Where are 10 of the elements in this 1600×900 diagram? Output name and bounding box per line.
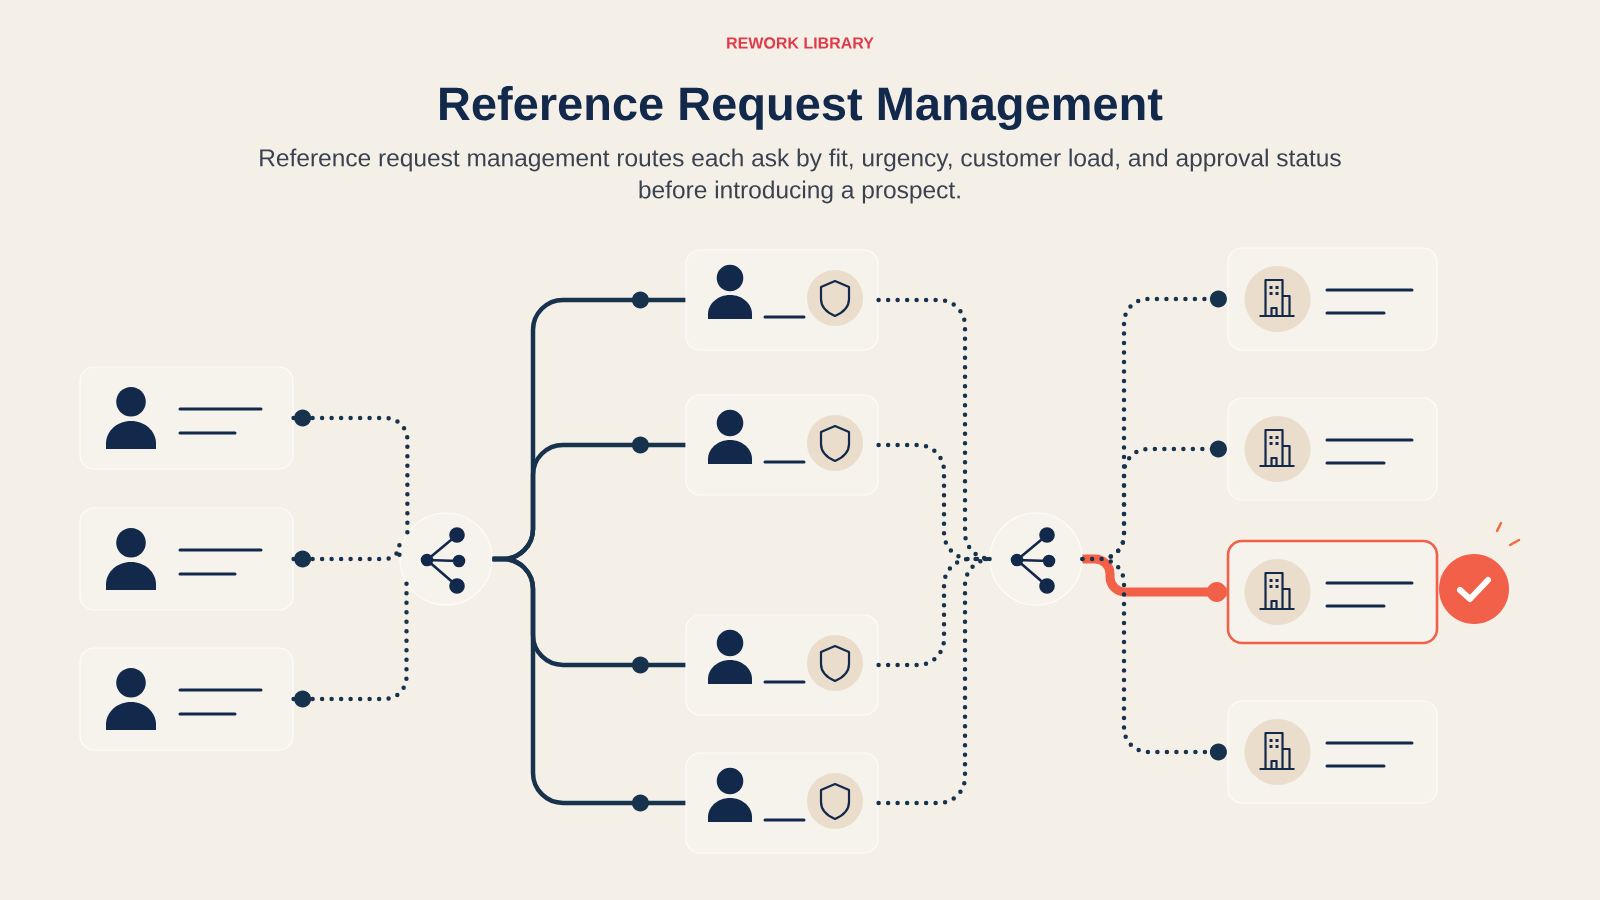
subtitle: Reference request management routes each ask by fit, urgency, customer load, and approval status before introducing a prospect. [260, 148, 1341, 204]
title: Reference Request Management [440, 86, 1163, 130]
connector [876, 556, 994, 806]
connector [291, 581, 409, 708]
connector [291, 542, 402, 568]
kicker-label: REWORK LIBRARY [727, 37, 874, 49]
connector [291, 409, 410, 536]
connector [1082, 554, 1227, 602]
connector [492, 556, 686, 812]
connector [1080, 556, 1230, 761]
